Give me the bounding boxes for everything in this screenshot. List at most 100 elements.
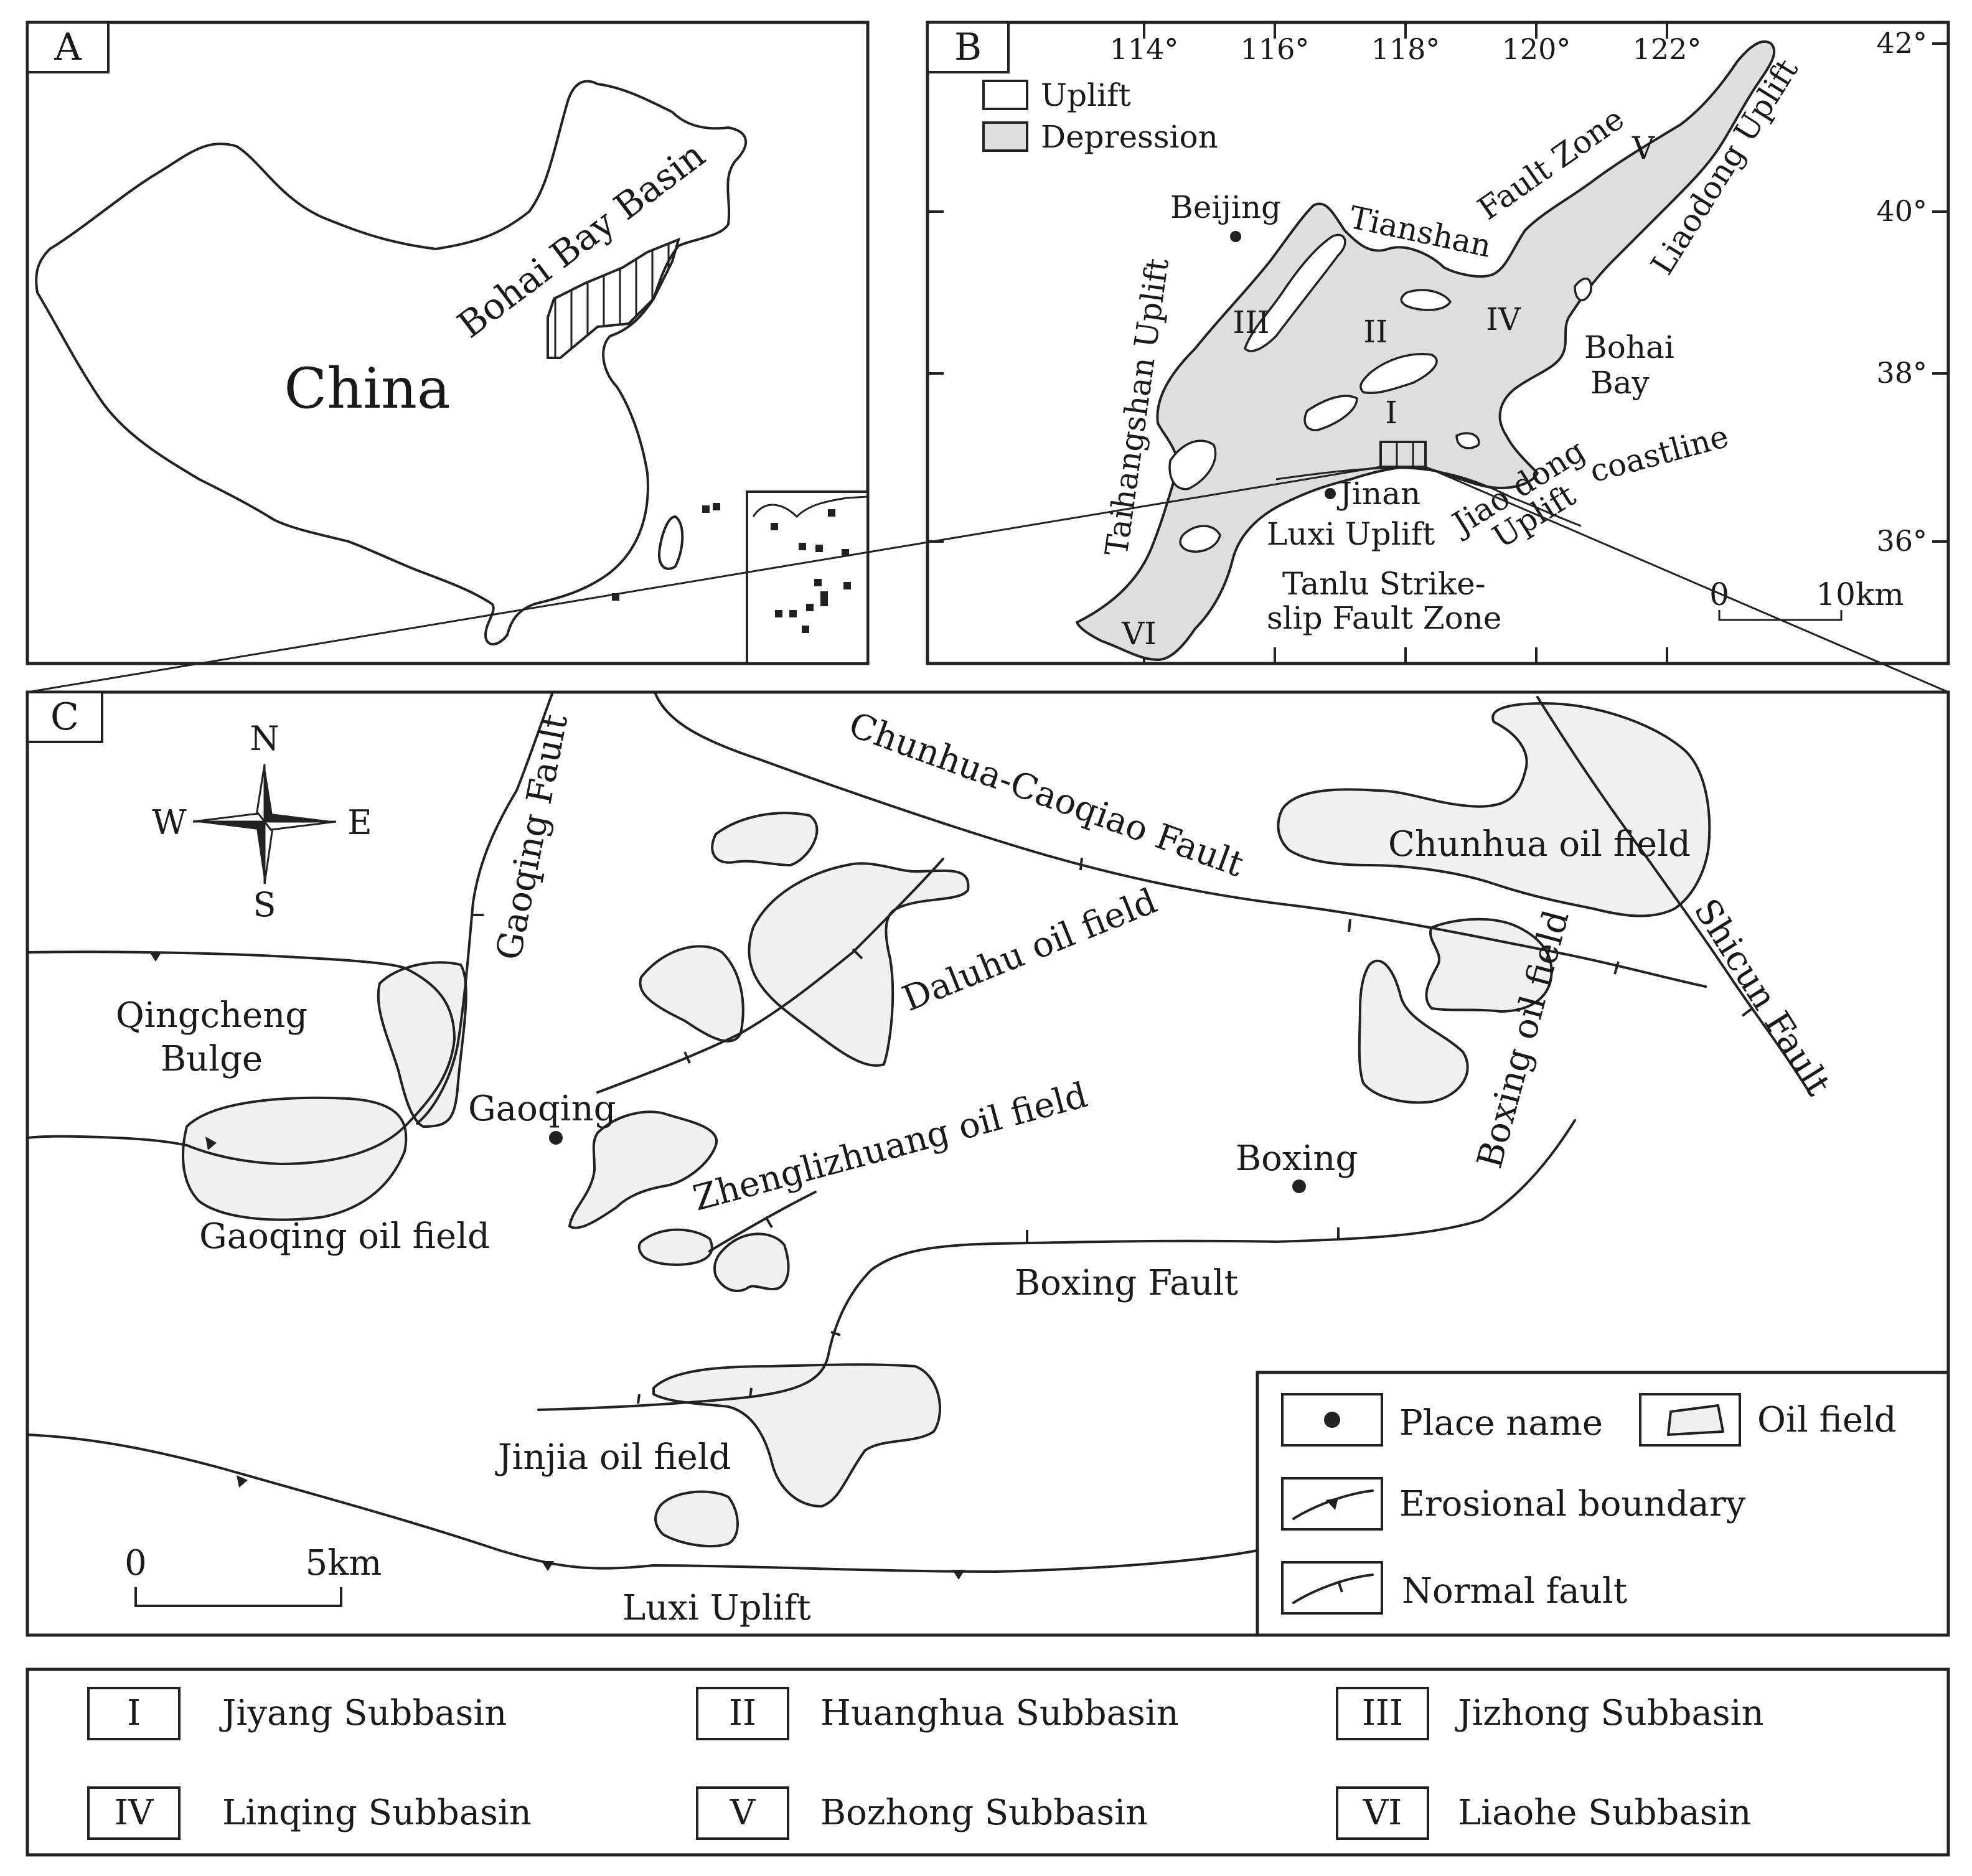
gaoqing-label: Gaoqing <box>468 1089 616 1129</box>
uplift-island-8 <box>1574 277 1592 301</box>
lon-tick-116: 116° <box>1241 32 1310 66</box>
tanlu-label-1: Tanlu Strike- <box>1282 566 1486 602</box>
legend-fault-swatch <box>1281 1561 1383 1615</box>
jinjia-oil-field-south-polygon <box>654 1490 739 1548</box>
panel-c-legend: Place name Oil field Erosional boundary … <box>1256 1371 1950 1637</box>
key-numeral-vi: VI <box>1363 1793 1402 1833</box>
qingcheng-label-2: Bulge <box>161 1039 263 1079</box>
uplift-island-3 <box>1400 289 1452 311</box>
bohai-bay-basin-hatch <box>547 237 681 359</box>
boxing-fault-line <box>537 1119 1576 1411</box>
zhenglizhuang-oil-field-south-polygon <box>637 1228 713 1266</box>
subbasin-key: I Jiyang Subbasin II Huanghua Subbasin I… <box>26 1667 1950 1857</box>
taiwan-outline <box>658 515 684 570</box>
legend-place-name: Place name <box>1399 1403 1603 1443</box>
china-label: China <box>284 356 450 421</box>
legend-normal-fault: Normal fault <box>1402 1571 1628 1611</box>
compass-rose <box>192 764 337 884</box>
panel-c-scale-bar <box>134 1587 342 1607</box>
key-name-jiyang: Jiyang Subbasin <box>219 1693 507 1733</box>
luxi-uplift-label-b: Luxi Uplift <box>1267 516 1435 552</box>
jinan-dot <box>1325 488 1336 499</box>
zhenglizhuang-fault-line <box>708 1191 817 1252</box>
lon-tick-122: 122° <box>1633 32 1702 66</box>
shicun-fault-line <box>1536 696 1813 1097</box>
compass-e: E <box>347 803 372 842</box>
callout-b-to-c <box>1425 466 1949 693</box>
panel-b-letter-box <box>926 21 1010 73</box>
chunhua-caoqiao-fault-line <box>654 691 1707 988</box>
panel-a-letter-box <box>26 21 110 73</box>
legend-place-dot <box>1324 1412 1340 1428</box>
gaoqing-oil-field-label: Gaoqing oil field <box>199 1216 490 1257</box>
panel-a-letter: A <box>54 26 82 69</box>
legend-uplift-swatch <box>982 80 1028 110</box>
panel-c-scale-end: 5km <box>306 1543 382 1583</box>
beijing-label: Beijing <box>1170 189 1281 225</box>
panel-b-letter: B <box>954 26 982 69</box>
uplift-island-7 <box>1455 432 1480 449</box>
lon-tick-118: 118° <box>1371 32 1440 66</box>
panel-a-frame <box>26 21 870 665</box>
boxing-fault-label: Boxing Fault <box>1015 1263 1238 1303</box>
subbasin-iii-label: III <box>1232 304 1269 340</box>
daluhu-oil-field-polygon <box>748 862 970 1067</box>
qingcheng-erosional-boundary <box>26 950 456 1165</box>
panel-a: A Bohai Bay Basin China <box>26 21 870 665</box>
coastline-line <box>1275 467 1582 527</box>
key-numeral-iv: IV <box>115 1793 154 1833</box>
legend-depression-label: Depression <box>1041 119 1218 155</box>
gaoqing-oil-field-polygon <box>182 1096 408 1221</box>
uplift-island-1 <box>1244 233 1346 352</box>
subbasin-i-label: I <box>1385 395 1397 431</box>
zhenglizhuang-oil-field-west-polygon <box>568 1110 718 1229</box>
legend-fault-tick <box>1337 1580 1343 1593</box>
chunhua-oil-field-polygon <box>1277 702 1711 917</box>
gaoqing-dot <box>549 1131 563 1145</box>
zhenglizhuang-oil-field-southeast-polygon <box>713 1232 790 1292</box>
lon-tick-114: 114° <box>1110 32 1179 66</box>
fault-lines <box>26 691 1813 1573</box>
legend-oil-field: Oil field <box>1757 1400 1897 1440</box>
compass-s: S <box>253 885 276 924</box>
callout-a-to-c <box>27 466 1381 693</box>
key-name-liaohe: Liaohe Subbasin <box>1458 1793 1751 1833</box>
daluhu-oil-field-north-polygon <box>711 812 819 866</box>
boxing-oil-field-polygon <box>1358 959 1469 1104</box>
lon-tick-120: 120° <box>1502 32 1571 66</box>
erosional-barbs <box>149 952 965 1580</box>
gaoqing-fault-line <box>416 691 554 1125</box>
compass-w: W <box>152 803 187 842</box>
key-name-jizhong: Jizhong Subbasin <box>1455 1693 1764 1733</box>
uplift-island-6 <box>1179 525 1221 553</box>
lat-tick-40: 40° <box>1876 194 1927 228</box>
key-numeral-iii: III <box>1362 1693 1403 1733</box>
fault-ticks <box>471 857 1754 1404</box>
jinjia-oil-field-label: Jinjia oil field <box>495 1437 731 1478</box>
subbasin-ii-label: II <box>1363 314 1388 350</box>
key-name-huanghua: Huanghua Subbasin <box>820 1693 1179 1733</box>
luxi-erosional-boundary <box>26 1433 1262 1573</box>
subbasin-key-frame <box>26 1667 1950 1857</box>
china-outline <box>35 80 748 645</box>
bohai-label: Bohai <box>1584 329 1674 365</box>
subbasin-iv-label: IV <box>1486 301 1521 337</box>
lat-tick-42: 42° <box>1876 26 1927 60</box>
qingcheng-label-1: Qingcheng <box>116 995 308 1036</box>
uplift-island-2 <box>1359 353 1438 395</box>
boxing-oil-field-north-polygon <box>1425 917 1553 1013</box>
panel-c-letter: C <box>50 695 79 739</box>
subbasin-v-label: V <box>1632 130 1655 166</box>
lat-tick-38: 38° <box>1876 356 1927 390</box>
panel-c-scale-zero: 0 <box>124 1543 147 1583</box>
legend-erosional-boundary: Erosional boundary <box>1399 1484 1746 1524</box>
key-name-bozhong: Bozhong Subbasin <box>820 1793 1148 1833</box>
panel-c-letter-box <box>26 691 103 743</box>
key-numeral-i: I <box>127 1693 141 1733</box>
legend-erosional-barb <box>1326 1498 1338 1510</box>
boxing-dot <box>1292 1180 1306 1193</box>
panel-b-scale-end: 10km <box>1816 576 1904 612</box>
tanlu-label-2: slip Fault Zone <box>1267 600 1501 636</box>
key-name-linqing: Linqing Subbasin <box>222 1793 532 1833</box>
